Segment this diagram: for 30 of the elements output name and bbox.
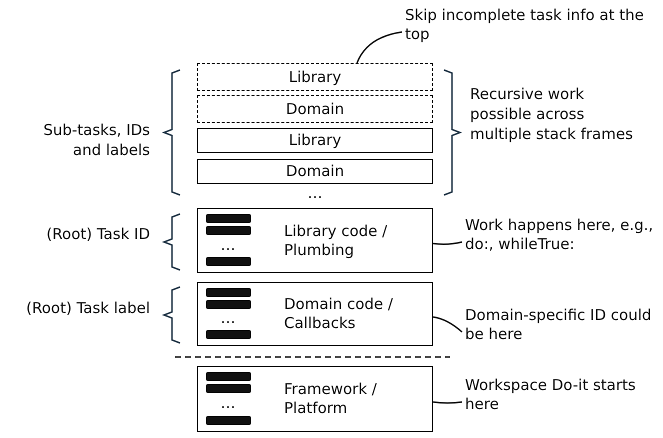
leader-line <box>432 241 462 245</box>
side-label: (Root) Task label <box>25 298 150 318</box>
stack-frame-box <box>197 208 433 273</box>
ellipsis-mark: … <box>220 238 236 252</box>
leader-line <box>432 316 462 333</box>
frame-label: Library code / Plumbing <box>284 222 388 260</box>
leader-line <box>432 401 462 404</box>
ellipsis-mark: … <box>220 311 236 325</box>
stack-frame-box <box>197 159 433 184</box>
frame-label: Framework / Platform <box>284 380 378 418</box>
frame-label: Library <box>288 131 342 150</box>
annotation-text: Domain-specific ID could be here <box>465 306 660 350</box>
side-label: Recursive work possible across multiple stack frames <box>470 84 634 144</box>
annotation-text: Workspace Do-it starts here <box>465 376 660 420</box>
side-label: Sub-tasks, IDs and labels <box>42 120 150 160</box>
annotation-text: Skip incomplete task info at the top <box>405 6 655 50</box>
annotation-text: Work happens here, e.g., do:, whileTrue: <box>465 216 660 260</box>
ellipsis-mark: … <box>220 396 236 410</box>
dashed-frame-box <box>197 95 433 123</box>
stack-frame-box <box>197 128 433 153</box>
frame-label: Domain <box>286 162 344 181</box>
frame-label: Domain code / Callbacks <box>284 295 394 333</box>
dashed-frame-box <box>197 63 433 91</box>
ellipsis-mark: … <box>306 186 324 200</box>
stack-frame-box <box>197 366 433 432</box>
frame-label: Library <box>288 68 342 86</box>
stack-frame-box <box>197 282 433 346</box>
frame-label: Domain <box>286 100 344 118</box>
leader-line <box>356 31 402 64</box>
side-label: (Root) Task ID <box>45 224 150 244</box>
